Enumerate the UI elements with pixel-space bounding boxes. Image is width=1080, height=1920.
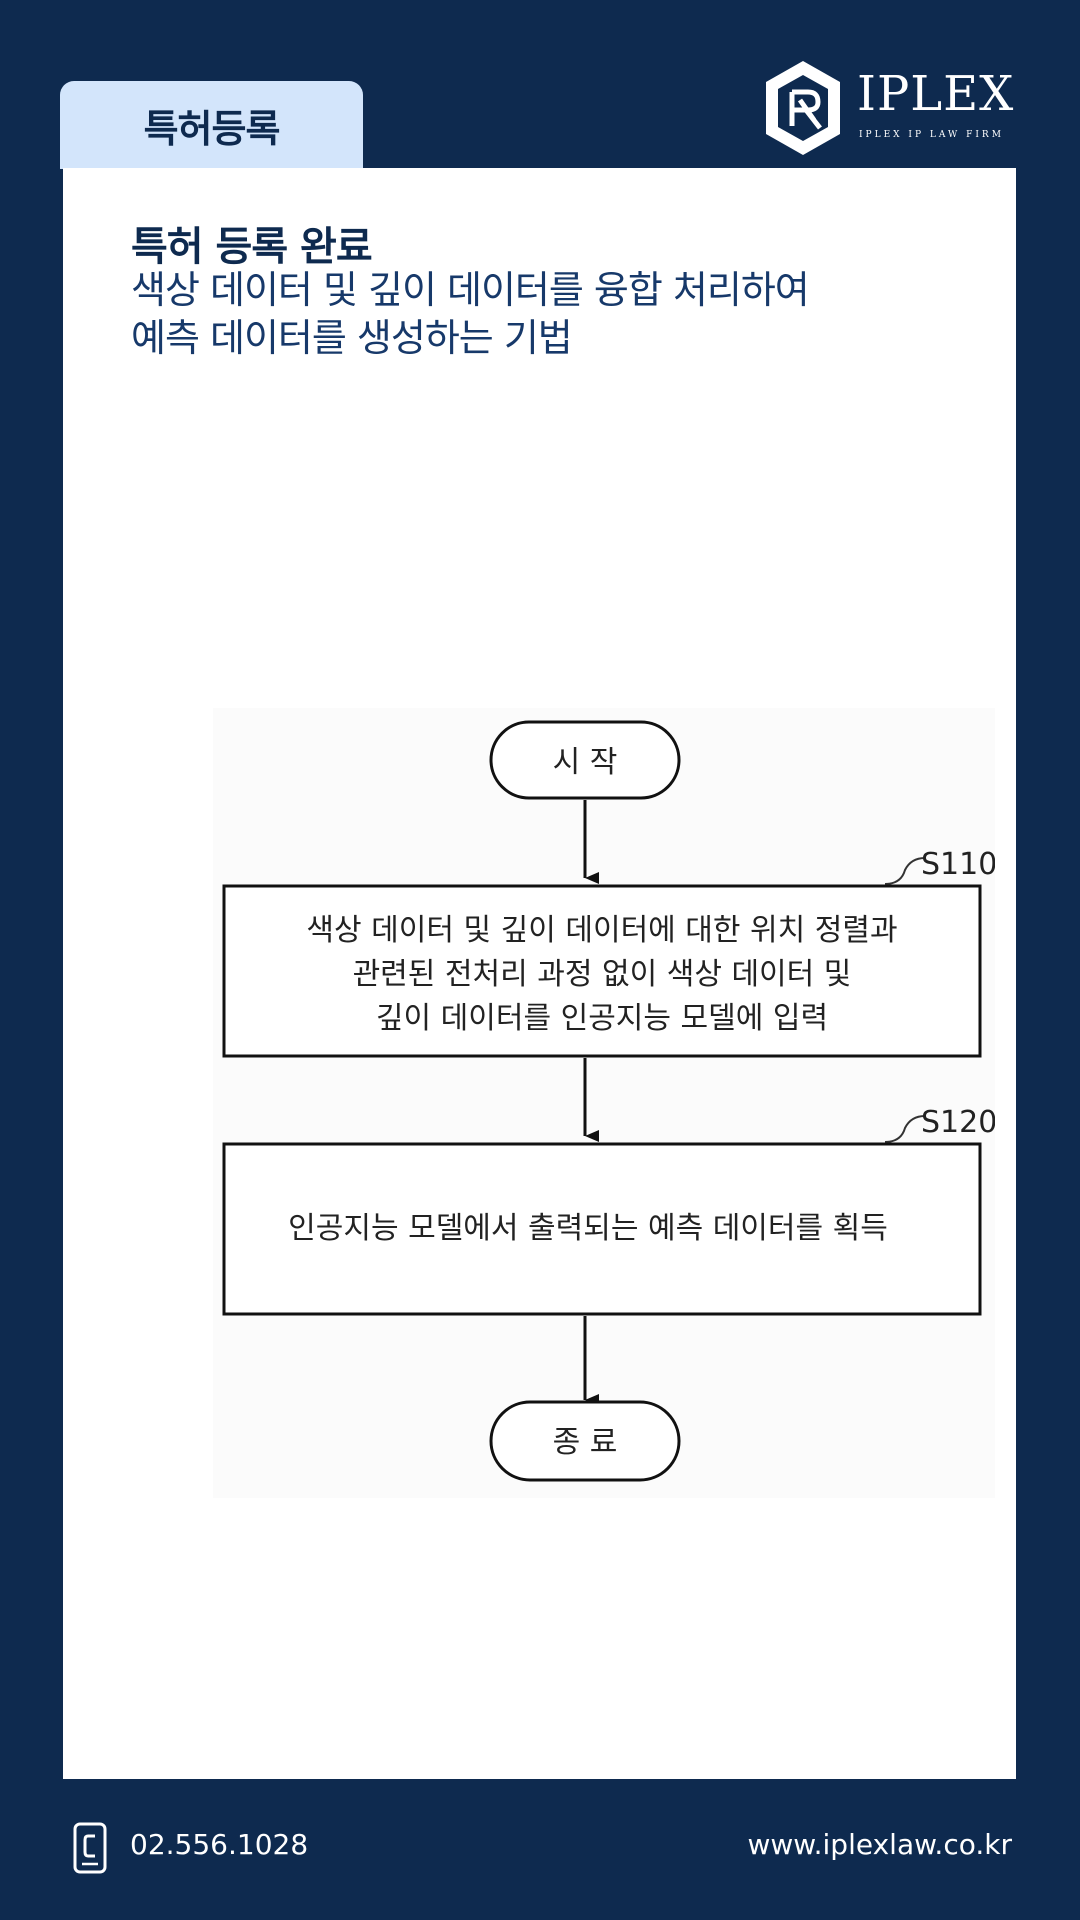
flowchart: 시 작 S110 색상 데이터 및 깊이 데이터에 대한 위치 정렬과 관련된 … <box>213 708 995 1498</box>
logo-wordmark: IPLEX <box>857 66 1015 122</box>
start-label: 시 작 <box>553 745 618 780</box>
category-tab-label: 특허등록 <box>143 106 281 151</box>
footer-website-link[interactable]: www.iplexlaw.co.kr <box>747 1828 1013 1861</box>
step-1-leader <box>884 857 926 885</box>
subtitle-line-2: 예측 데이터를 생성하는 기법 <box>131 316 573 360</box>
footer-phone[interactable]: 02.556.1028 <box>130 1828 309 1861</box>
step-2-box <box>222 1142 982 1316</box>
start-node <box>489 720 681 800</box>
step-1-text-line-2: 관련된 전처리 과정 없이 색상 데이터 및 <box>353 957 852 992</box>
logo-subtext: IPLEX IP LAW FIRM <box>859 130 1004 140</box>
phone-icon <box>73 1822 107 1874</box>
category-tab: 특허등록 <box>60 81 363 169</box>
step-1-text-line-3: 깊이 데이터를 인공지능 모델에 입력 <box>376 1001 828 1036</box>
step-1-text-line-1: 색상 데이터 및 깊이 데이터에 대한 위치 정렬과 <box>306 913 897 948</box>
step-2-leader <box>884 1115 926 1143</box>
step-1-box <box>222 884 982 1058</box>
step-2-id: S120 <box>921 1105 995 1140</box>
subtitle-line-1: 색상 데이터 및 깊이 데이터를 융합 처리하여 <box>131 268 810 312</box>
end-node <box>489 1400 681 1482</box>
step-2-text: 인공지능 모델에서 출력되는 예측 데이터를 획득 <box>288 1211 888 1246</box>
card-title: 특허 등록 완료 <box>131 224 373 270</box>
iplex-logo-icon <box>766 61 840 155</box>
card-subtitle: 색상 데이터 및 깊이 데이터를 융합 처리하여 예측 데이터를 생성하는 기법 <box>131 266 810 362</box>
content-card: 특허 등록 완료 색상 데이터 및 깊이 데이터를 융합 처리하여 예측 데이터… <box>63 168 1016 1779</box>
step-1-id: S110 <box>921 847 995 882</box>
end-label: 종 료 <box>553 1425 618 1460</box>
brand-logo: IPLEX IPLEX IP LAW FIRM <box>762 58 1015 162</box>
